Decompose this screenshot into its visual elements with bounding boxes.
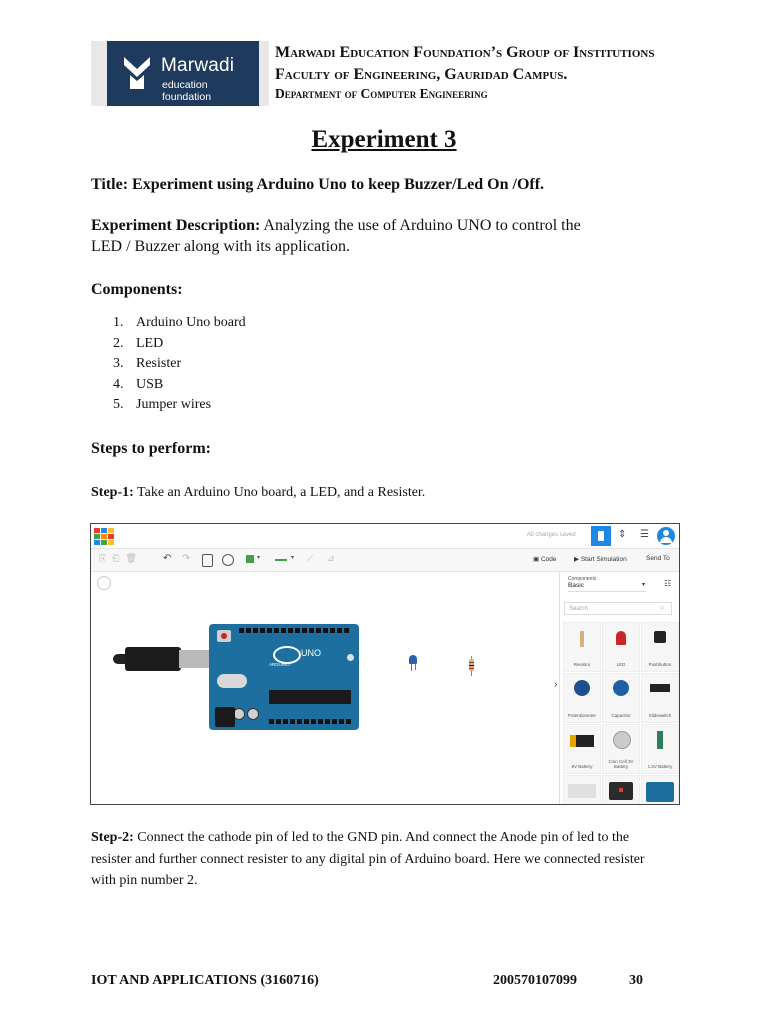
capacitor-part bbox=[247, 708, 259, 720]
start-simulation-button[interactable]: ▶ Start Simulation bbox=[574, 556, 627, 563]
microcontroller-chip bbox=[269, 690, 351, 704]
logo-wordmark: Marwadi bbox=[161, 55, 235, 76]
components-heading: Components: bbox=[91, 281, 183, 298]
tile-microbit[interactable] bbox=[602, 775, 640, 804]
panel-collapse-icon[interactable]: › bbox=[554, 679, 558, 690]
edit-tools-icon[interactable]: ⎘⎗🗑 bbox=[99, 553, 143, 563]
wire-color-icon[interactable] bbox=[246, 555, 254, 563]
undo-icon[interactable]: ↶ bbox=[163, 553, 172, 564]
logo-mark-icon bbox=[124, 57, 150, 89]
power-jack bbox=[215, 707, 235, 727]
experiment-title: Experiment 3 bbox=[311, 126, 457, 153]
step2-text: Step-2: Connect the cathode pin of led t… bbox=[91, 830, 645, 888]
tile-breadboard[interactable] bbox=[563, 775, 601, 804]
logo-subtitle: education foundation bbox=[162, 79, 212, 103]
description-text: Analyzing the use of Arduino UNO to cont… bbox=[260, 217, 581, 234]
tile-potentiometer[interactable]: Potentiometer bbox=[563, 673, 601, 723]
inspect-icon[interactable] bbox=[222, 554, 234, 566]
mounting-hole bbox=[347, 654, 354, 661]
led-component[interactable] bbox=[409, 655, 417, 664]
description-line1: Experiment Description: Analyzing the us… bbox=[91, 217, 581, 235]
tinkercad-logo-icon bbox=[94, 528, 114, 545]
tile-capacitor[interactable]: Capacitor bbox=[602, 673, 640, 723]
step2-label: Step-2: bbox=[91, 830, 134, 845]
resistor-component[interactable] bbox=[469, 659, 474, 671]
tile-arduino[interactable] bbox=[641, 775, 679, 804]
components-label: Components bbox=[568, 576, 597, 582]
save-status: All changes saved bbox=[527, 532, 576, 538]
search-icon: ⌕ bbox=[660, 603, 665, 612]
institution-name: Marwadi Education Foundation’s Group of … bbox=[275, 44, 655, 61]
led-lead bbox=[411, 664, 412, 671]
tile-1-5v-battery[interactable]: 1.5V Battery bbox=[641, 724, 679, 774]
faculty-name: Faculty of Engineering, Gauridad Campus. bbox=[275, 66, 568, 83]
step1-label: Step-1: bbox=[91, 485, 134, 500]
component-search-input[interactable]: Search bbox=[564, 602, 672, 615]
wire-type-icon[interactable] bbox=[275, 559, 287, 561]
title-line: Title: Experiment using Arduino Uno to k… bbox=[91, 176, 545, 193]
components-select[interactable]: Basic bbox=[568, 582, 646, 592]
reset-button bbox=[217, 630, 231, 642]
components-panel: Components Basic ▾ ☷ Search ⌕ Resistor L… bbox=[559, 572, 679, 804]
board-brand-label: ARDUINO bbox=[269, 662, 290, 667]
description-line2: LED / Buzzer along with its application. bbox=[91, 238, 351, 255]
institution-logo: Marwadi education foundation bbox=[91, 41, 269, 106]
tile-led[interactable]: LED bbox=[602, 622, 640, 672]
arduino-logo-icon bbox=[273, 646, 301, 664]
description-label: Experiment Description: bbox=[91, 217, 261, 234]
list-item: 2.LED bbox=[113, 335, 164, 351]
chevron-down-icon[interactable]: ▾ bbox=[257, 555, 261, 561]
send-to-button[interactable]: Send To bbox=[646, 555, 670, 562]
led-lead bbox=[415, 664, 416, 670]
simulator-screenshot: All changes saved ⇕ ☰ ⎘⎗🗑 ↶ ↷ ▾ ▾ ⟋ ⊿ ▣ … bbox=[90, 523, 680, 805]
tile-9v-battery[interactable]: 9V Battery bbox=[563, 724, 601, 774]
notes-icon[interactable] bbox=[202, 554, 213, 567]
usb-cable-connector bbox=[179, 650, 211, 668]
steps-heading: Steps to perform: bbox=[91, 440, 211, 457]
zoom-fit-icon[interactable] bbox=[97, 576, 111, 590]
tile-slideswitch[interactable]: Slideswitch bbox=[641, 673, 679, 723]
board-model-label: UNO bbox=[301, 648, 321, 658]
list-item: 5.Jumper wires bbox=[113, 397, 212, 412]
usb-cable-plug bbox=[125, 647, 181, 671]
schematic-view-icon[interactable]: ⇕ bbox=[618, 529, 627, 540]
components-list: 1.Arduino Uno board 2.LED 3.Resister 4.U… bbox=[113, 315, 246, 418]
circuit-view-button[interactable] bbox=[591, 526, 611, 546]
chevron-down-icon[interactable]: ▾ bbox=[642, 582, 646, 588]
footer-course: IOT AND APPLICATIONS (3160716) bbox=[91, 973, 319, 988]
chevron-down-icon[interactable]: ▾ bbox=[291, 555, 295, 561]
crystal-oscillator bbox=[217, 674, 247, 688]
mirror-icon[interactable]: ⊿ bbox=[327, 553, 335, 563]
list-item: 4.USB bbox=[113, 376, 164, 392]
simulator-top-bar: All changes saved ⇕ ☰ bbox=[91, 524, 679, 549]
simulator-toolbar: ⎘⎗🗑 ↶ ↷ ▾ ▾ ⟋ ⊿ ▣ Code ▶ Start Simulatio… bbox=[91, 549, 679, 572]
list-toggle-icon[interactable]: ☷ bbox=[664, 579, 672, 588]
redo-icon[interactable]: ↷ bbox=[182, 553, 191, 564]
usb-cable-end bbox=[113, 654, 125, 664]
tile-pushbutton[interactable]: Pushbutton bbox=[641, 622, 679, 672]
tile-coin-cell-battery[interactable]: Coin Cell 3V Battery bbox=[602, 724, 640, 774]
tile-resistor[interactable]: Resistor bbox=[563, 622, 601, 672]
list-item: 3.Resister bbox=[113, 356, 182, 371]
code-button[interactable]: ▣ Code bbox=[533, 556, 557, 563]
list-view-icon[interactable]: ☰ bbox=[640, 529, 649, 540]
department-name: Department of Computer Engineering bbox=[275, 86, 488, 101]
step1-text: Step-1: Take an Arduino Uno board, a LED… bbox=[91, 485, 426, 500]
digital-header bbox=[239, 628, 351, 633]
footer-enrollment: 200570107099 bbox=[493, 973, 577, 988]
user-avatar[interactable] bbox=[657, 527, 675, 545]
power-analog-header bbox=[269, 719, 351, 724]
rotate-icon[interactable]: ⟋ bbox=[307, 553, 314, 563]
page-number: 30 bbox=[629, 973, 643, 988]
list-item: 1.Arduino Uno board bbox=[113, 315, 246, 330]
